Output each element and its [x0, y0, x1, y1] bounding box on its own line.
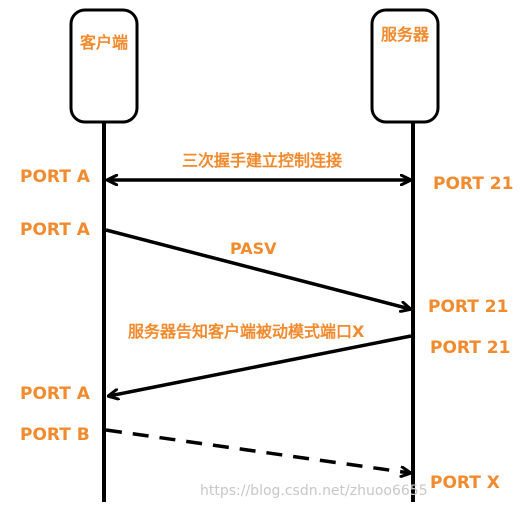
server-port-x-label: PORT X [430, 473, 500, 493]
server-port-21-label-1: PORT 21 [433, 174, 513, 194]
server-notify-label: 服务器告知客户端被动模式端口X [128, 322, 365, 341]
server-participant-label: 服务器 [381, 25, 430, 44]
data-connection-arrow [105, 428, 410, 473]
handshake-label: 三次握手建立控制连接 [182, 151, 342, 170]
server-participant-box [370, 8, 440, 124]
client-port-a-label-1: PORT A [20, 167, 91, 187]
server-notify-arrow [109, 334, 412, 396]
client-port-b-label: PORT B [20, 425, 90, 445]
pasv-arrow [105, 228, 410, 309]
client-port-a-label-3: PORT A [20, 384, 91, 404]
client-participant-box [69, 8, 139, 124]
server-port-21-label-3: PORT 21 [430, 338, 510, 358]
watermark-text: https://blog.csdn.net/zhuoo6655 [200, 483, 428, 499]
pasv-label: PASV [230, 239, 277, 258]
client-participant-label: 客户端 [80, 33, 128, 52]
client-port-a-label-2: PORT A [20, 220, 91, 240]
server-port-21-label-2: PORT 21 [428, 297, 508, 317]
